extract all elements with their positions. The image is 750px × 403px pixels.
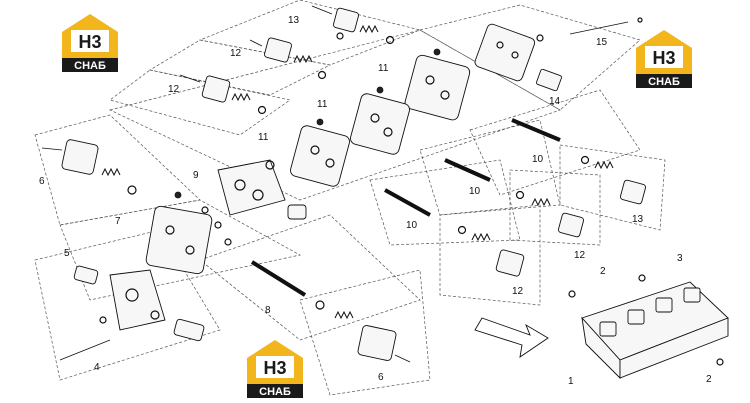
panel-right-12a [509,169,601,246]
callout-6-left: 6 [39,176,45,187]
logo-bottom-center: H3 СНАБ [247,340,303,398]
panel-right-10a [469,89,641,196]
svg-text:H3: H3 [263,358,286,378]
callout-12-right-b: 12 [512,286,524,297]
cartridge-6-bottom [334,310,411,363]
callout-13-right: 13 [632,214,644,225]
callout-2-top: 2 [600,266,606,277]
callout-10-b: 10 [469,186,481,197]
spool-8 [250,260,325,310]
panel-left-7 [59,199,301,301]
section-panels [34,0,666,396]
callout-1: 1 [568,376,574,387]
callout-12-mid: 12 [168,84,180,95]
panel-bottom-8 [199,214,421,341]
svg-text:СНАБ: СНАБ [74,60,106,72]
callout-2-bottom: 2 [706,374,712,385]
callout-8: 8 [265,305,271,316]
end-section-5 [59,265,205,361]
callout-5: 5 [64,248,70,259]
callout-14: 14 [549,96,561,107]
logo-top-left: H3 СНАБ [62,14,118,72]
svg-text:СНАБ: СНАБ [259,386,291,398]
callout-12-right-a: 12 [574,250,586,261]
svg-text:СНАБ: СНАБ [648,76,680,88]
cartridge-12-mid [179,74,267,115]
section-7 [145,191,232,275]
assembly-arrow [474,317,549,358]
callout-11-a: 11 [378,63,389,74]
panel-right-10b [419,119,561,216]
callout-15: 15 [596,37,608,48]
callout-10-c: 10 [406,220,418,231]
panel-top-12b [109,69,291,136]
callout-11-b: 11 [317,99,328,110]
logo-top-right: H3 СНАБ [636,30,692,88]
panel-right-10c [369,159,521,246]
panel-right-13 [559,144,666,231]
inlet-section-9 [217,159,307,220]
cartridge-13-top [311,5,395,45]
callout-6-bottom: 6 [378,372,384,383]
cartridges-right [457,155,646,277]
callout-11-c: 11 [258,132,269,143]
callout-13-top: 13 [288,15,300,26]
valve-slices-11 [290,48,471,187]
callout-10-a: 10 [532,154,544,165]
spools-10 [384,118,561,217]
callout-4: 4 [94,362,100,373]
panel-top-12a [149,39,332,96]
callout-9: 9 [193,170,199,181]
cartridge-6-left [41,139,137,195]
svg-text:H3: H3 [652,48,675,68]
callout-3: 3 [677,253,683,264]
callout-12-top: 12 [230,48,242,59]
assembled-valve [568,274,729,380]
callout-7: 7 [115,216,121,227]
panel-bottom-5 [34,229,221,381]
panel-right-12b [439,204,541,306]
callout-labels: 13 12 12 11 11 11 14 15 6 9 7 5 4 8 6 10… [39,15,712,387]
relief-block-14 [474,17,643,92]
panel-bottom-6 [299,269,431,396]
svg-text:H3: H3 [78,32,101,52]
cartridge-12-top [249,37,327,80]
